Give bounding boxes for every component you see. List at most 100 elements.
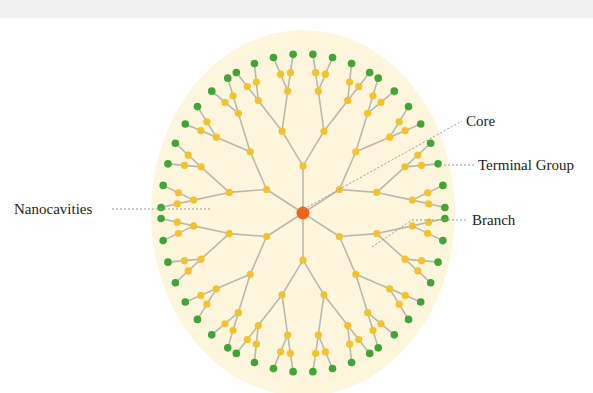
terminal-group	[417, 298, 425, 306]
branch-line	[377, 167, 405, 193]
branch-line	[273, 335, 287, 369]
terminal-group	[329, 365, 337, 373]
branch-unit	[226, 189, 233, 196]
terminal-group	[441, 215, 449, 223]
terminal-group	[270, 365, 278, 373]
branch-line	[324, 295, 348, 326]
terminal-group	[164, 258, 172, 266]
branch-unit	[401, 256, 408, 263]
terminal-group	[374, 74, 382, 82]
branch-unit	[322, 348, 329, 355]
branch-unit	[185, 267, 192, 274]
terminal-group	[439, 182, 447, 190]
branch-unit	[253, 78, 260, 85]
branch-unit	[418, 162, 425, 169]
terminal-group	[172, 279, 180, 287]
terminal-group	[251, 359, 259, 367]
branch-line	[163, 185, 193, 200]
branch-unit	[402, 292, 409, 299]
terminal-group	[251, 60, 259, 68]
branch-unit	[197, 292, 204, 299]
branch-line	[303, 260, 324, 295]
nanocavities-label: Nanocavities	[14, 200, 92, 218]
branch-line	[368, 313, 379, 348]
branch-unit	[203, 118, 210, 125]
branch-unit	[315, 87, 322, 94]
branch-unit	[369, 92, 376, 99]
branch-line	[405, 143, 431, 167]
branch-line	[348, 326, 370, 354]
branch-unit	[277, 71, 284, 78]
leader-line	[304, 121, 462, 209]
branch-line	[282, 91, 288, 131]
branch-line	[229, 189, 266, 192]
terminal-group	[289, 51, 297, 59]
branch-line	[175, 143, 201, 167]
branch-unit	[197, 163, 204, 170]
leader-line	[372, 220, 412, 247]
branch-unit	[425, 200, 432, 207]
terminal-group	[172, 139, 180, 147]
terminal-group	[439, 237, 447, 245]
branch-unit	[409, 222, 416, 229]
terminal-group	[427, 139, 435, 147]
branch-unit	[278, 128, 285, 135]
branch-unit	[346, 340, 353, 347]
branch-unit	[424, 230, 431, 237]
branch-line	[212, 313, 239, 335]
branch-line	[313, 335, 318, 372]
terminal-group	[434, 258, 442, 266]
branch-line	[288, 335, 293, 372]
branch-unit	[263, 186, 270, 193]
terminal-group	[208, 331, 216, 339]
terminal-group	[157, 204, 165, 212]
branch-unit	[284, 331, 291, 338]
branch-unit	[277, 348, 284, 355]
branch-line	[250, 152, 266, 190]
terminal-group	[348, 60, 356, 68]
terminal-group	[390, 331, 398, 339]
terminal-group	[348, 359, 356, 367]
branch-unit	[197, 256, 204, 263]
branch-unit	[322, 71, 329, 78]
branch-unit	[336, 233, 343, 240]
branch-line	[201, 234, 229, 260]
branch-unit	[190, 197, 197, 204]
leader-line	[440, 165, 474, 166]
core-label: Core	[466, 112, 495, 130]
leader-lines	[112, 121, 474, 247]
branch-unit	[181, 257, 188, 264]
branch-line	[288, 54, 293, 91]
branch-unit	[235, 309, 242, 316]
branch-line	[175, 259, 201, 283]
terminal-group	[270, 54, 278, 62]
branch-line	[236, 326, 258, 354]
terminal-group	[366, 350, 374, 358]
terminal-group	[405, 103, 413, 111]
branch-line	[258, 295, 282, 326]
branch-unit	[402, 127, 409, 134]
branch-line	[356, 274, 390, 289]
branch-line	[339, 152, 355, 190]
branch-line	[356, 274, 368, 312]
branch-line	[324, 100, 348, 131]
terminal-group	[194, 103, 202, 111]
branch-unit	[364, 309, 371, 316]
branch-unit	[401, 163, 408, 170]
branch-unit	[355, 336, 362, 343]
branch-line	[185, 289, 216, 302]
branch-unit	[221, 320, 228, 327]
branch-unit	[244, 336, 251, 343]
terminal-group	[164, 160, 172, 168]
branch-unit	[247, 271, 254, 278]
branch-unit	[287, 69, 294, 76]
branch-line	[238, 113, 250, 151]
terminal-group	[159, 237, 167, 245]
branch-unit	[355, 83, 362, 90]
branch-line	[228, 78, 239, 113]
branch-unit	[312, 69, 319, 76]
branch-line	[412, 185, 442, 200]
branch-line	[282, 131, 303, 166]
terminal-group	[224, 344, 232, 352]
branch-unit	[352, 148, 359, 155]
